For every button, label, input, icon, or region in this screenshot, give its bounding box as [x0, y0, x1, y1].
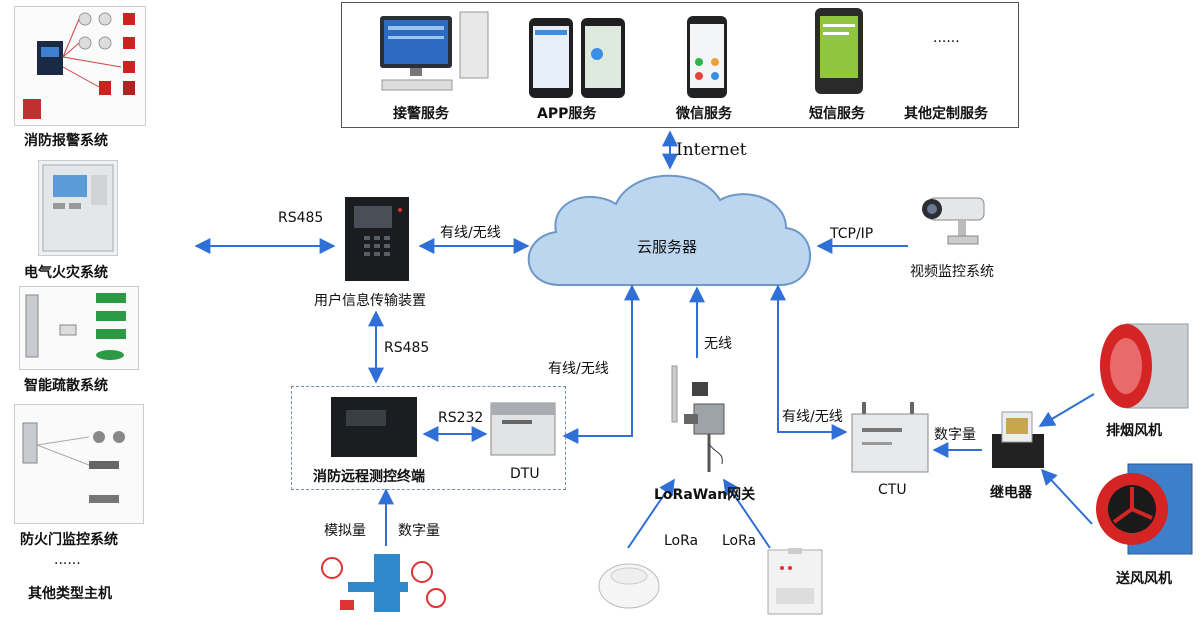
- wechat-service-phone-icon: [685, 14, 729, 104]
- camera-image: [918, 188, 990, 258]
- video-monitoring-label: 视频监控系统: [910, 264, 994, 280]
- left-ellipsis: ......: [54, 552, 81, 568]
- dtu-image: [490, 402, 556, 460]
- pipe-sensors-image: [318, 550, 452, 620]
- cloud-shape: [527, 174, 811, 286]
- rs232-label: RS232: [438, 410, 484, 426]
- other-hosts-label: 其他类型主机: [28, 586, 112, 602]
- fire-alarm-system-image: [14, 6, 146, 126]
- lora-right-label: LoRa: [722, 533, 757, 549]
- internet-label: Internet: [676, 140, 747, 160]
- sms-service-phone-icon: [813, 6, 865, 100]
- dtu-label: DTU: [510, 466, 540, 482]
- app-service-label: APP服务: [537, 106, 597, 122]
- lora-gateway-image: [664, 364, 734, 478]
- tcp-ip-label: TCP/IP: [830, 226, 874, 242]
- smoke-exhaust-fan-label: 排烟风机: [1106, 423, 1162, 439]
- digital-terminal-label: 数字量: [398, 523, 440, 539]
- digital-ctu-label: 数字量: [934, 427, 976, 443]
- lora-left-label: LoRa: [664, 533, 699, 549]
- user-device-image: [344, 196, 410, 286]
- terminal-label: 消防远程测控终端: [313, 469, 425, 485]
- rs485-left-label: RS485: [278, 210, 324, 226]
- alarm-service-computer-icon: [376, 10, 491, 100]
- fire-door-monitoring-label: 防火门监控系统: [20, 532, 118, 548]
- terminal-image: [330, 396, 418, 462]
- analog-label: 模拟量: [324, 523, 366, 539]
- supply-fan-image: [1094, 456, 1196, 566]
- user-device-label: 用户信息传输装置: [314, 293, 426, 309]
- cloud-server-label: 云服务器: [637, 238, 698, 256]
- alarm-service-label: 接警服务: [393, 106, 449, 122]
- relay-image: [988, 410, 1048, 478]
- smart-evacuation-system-image: [19, 286, 139, 370]
- relay-label: 继电器: [990, 485, 1032, 501]
- smoke-exhaust-fan-image: [1096, 316, 1192, 420]
- gas-detector-image: [766, 548, 824, 620]
- services-panel: [341, 2, 1019, 128]
- app-service-phones-icon: [527, 14, 631, 106]
- wireless-label: 无线: [704, 336, 732, 352]
- smart-evacuation-system-label: 智能疏散系统: [24, 378, 108, 394]
- wired-wireless-top-label: 有线/无线: [440, 225, 501, 241]
- ctu-label: CTU: [878, 482, 907, 498]
- sms-service-label: 短信服务: [809, 106, 865, 122]
- custom-service-label: 其他定制服务: [904, 106, 988, 122]
- fire-alarm-system-label: 消防报警系统: [24, 133, 108, 149]
- wired-wireless-dtu-label: 有线/无线: [548, 361, 609, 377]
- ctu-image: [850, 402, 930, 478]
- services-ellipsis: ......: [933, 30, 960, 46]
- electrical-fire-system-label: 电气火灾系统: [24, 265, 108, 281]
- smoke-detector-image: [596, 556, 662, 616]
- wired-wireless-ctu-label: 有线/无线: [782, 409, 843, 425]
- electrical-fire-system-image: [38, 160, 118, 256]
- terminal-group: [291, 386, 566, 490]
- lora-gateway-label: LoRaWan网关: [654, 487, 756, 503]
- supply-fan-label: 送风风机: [1116, 571, 1172, 587]
- rs485-down-label: RS485: [384, 340, 430, 356]
- wechat-service-label: 微信服务: [676, 106, 732, 122]
- fire-door-monitoring-image: [14, 404, 144, 524]
